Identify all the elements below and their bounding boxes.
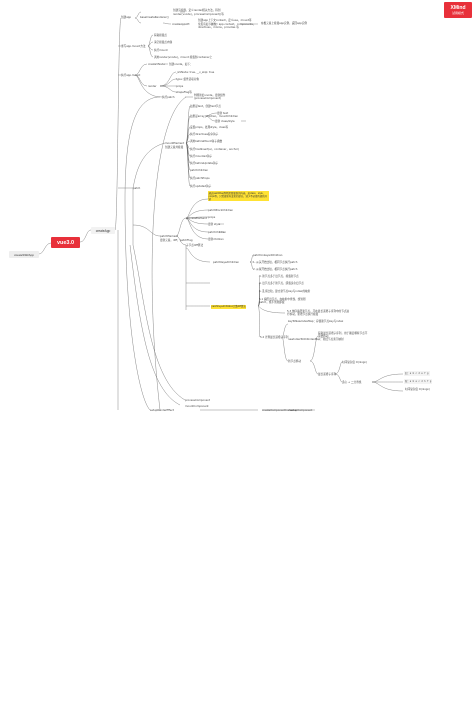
create-app-node[interactable]: createApp bbox=[91, 227, 115, 234]
node-createapp-desc2: 常见有如下属性：app.context，components， bbox=[198, 22, 256, 26]
node-pe4[interactable]: 执行updated钩子 bbox=[190, 184, 212, 188]
create-ssr-app-node[interactable]: createSSRApp bbox=[9, 251, 39, 258]
node-pe3[interactable]: 执行patchProps bbox=[190, 176, 210, 180]
node-me4[interactable]: 执行directives指令钩子 bbox=[190, 132, 219, 136]
node-diff6: 5.1 遍历旧节点，在映射中查找，找到则patch，找不到则卸载 bbox=[259, 298, 306, 304]
root-node[interactable]: vue3.0 bbox=[51, 237, 80, 248]
node-pbc2[interactable]: 更新 style bbox=[208, 222, 221, 226]
node-diff-note: keyToNewIndexMap：存储新节点key与index bbox=[288, 320, 344, 323]
node-vnode-opts1: _isVNode: true, __v_skip: true bbox=[176, 70, 215, 74]
code-old: 旧：a b c d e f g bbox=[404, 371, 430, 377]
node-diff1: 1. 从头开始比较，相同节点执行patch bbox=[253, 260, 298, 264]
brand-name: XMind bbox=[450, 5, 466, 11]
node-ensure[interactable]: 创建app bbox=[121, 16, 132, 19]
node-diff-note2: newIndexToOldIndexMap：新旧节点索引映射 bbox=[288, 338, 344, 341]
node-processelement[interactable]: processElement bbox=[186, 216, 207, 220]
node-setupcomp[interactable]: setupComponent bbox=[290, 408, 313, 412]
node-patch-desc: 判断新旧vnode，更新组件(processComponent) bbox=[194, 94, 226, 100]
node-me2b: 更新 class/style bbox=[215, 119, 235, 123]
node-diff4: 4. 旧节点多于新节点，卸载多余旧节点 bbox=[259, 281, 304, 285]
node-createvnode2: 创建vnode，如下： bbox=[169, 62, 193, 66]
node-diff10[interactable]: 最长递增子序列 bbox=[318, 372, 337, 376]
code-new: 新：a b e c d h f g bbox=[404, 379, 433, 385]
node-mount4[interactable]: 调用render(vnode)，mount 挂载到container上 bbox=[154, 56, 213, 59]
node-renderer-sub[interactable]: baseCreateRenderer() bbox=[140, 16, 169, 19]
node-createcompinst[interactable]: createComponentInstance bbox=[262, 408, 297, 412]
node-pc3[interactable]: 更新children bbox=[208, 237, 224, 241]
node-mountelement[interactable]: mountElement bbox=[165, 141, 185, 145]
node-rerender: 在根元素上挂载app实例，返回app实例 bbox=[261, 22, 308, 25]
node-diff2: 2. 从尾开始比较，相同节点执行patch bbox=[253, 267, 298, 271]
node-me1[interactable]: 如果是text，创建text节点 bbox=[190, 104, 221, 108]
node-pe-desc: 更新元素，diff，patchFlag bbox=[160, 238, 193, 242]
node-pc4[interactable]: 子节点diff算法 bbox=[186, 243, 204, 247]
node-mountcomp[interactable]: mountComponent bbox=[185, 404, 209, 408]
node-renderer-desc: 创建渲染器，定义render相关方法，得到 bbox=[173, 9, 221, 12]
node-renderer-desc2: render(vnode)，processComponent()等 bbox=[173, 12, 224, 16]
node-me2a: 更新 text bbox=[217, 111, 229, 115]
node-diff13: 贪心 + 二分查找 bbox=[342, 380, 362, 384]
node-pc2[interactable]: patchUnkeyedChildren bbox=[253, 253, 283, 257]
node-createvnode[interactable]: createVNode bbox=[148, 62, 165, 66]
node-vnode-opts4: shapeFlag等 bbox=[176, 91, 192, 94]
node-mount2[interactable]: 清空挂载点内容 bbox=[154, 41, 173, 44]
node-patchchildren-short[interactable]: patchChildren bbox=[208, 230, 227, 234]
node-vnode-opts3: props bbox=[176, 84, 184, 88]
node-mount3[interactable]: 执行mount bbox=[154, 49, 168, 52]
node-app-mount[interactable]: 执行app.mount bbox=[121, 73, 141, 77]
node-patch[interactable]: patch bbox=[133, 186, 141, 190]
node-patchelement[interactable]: patchElement bbox=[160, 234, 179, 238]
node-me3[interactable]: 设置props，处理style，class等 bbox=[190, 125, 229, 129]
node-createapp-desc: 创建app上下文context，定义use，mount等 bbox=[198, 19, 252, 22]
node-highlight: 通过patchFlag判断需要更新的内容，如class、style、props等… bbox=[208, 191, 269, 201]
node-diff-time: 时间复杂度 O(nlogn) bbox=[405, 388, 431, 391]
node-pbc1[interactable]: props bbox=[208, 215, 216, 219]
node-pe2[interactable]: patchChildren bbox=[190, 168, 209, 172]
node-diff3: 3. 新节点多于旧节点，挂载新节点 bbox=[259, 274, 299, 278]
node-highlight2: patchKeyedChildren完整diff算法 bbox=[211, 304, 247, 309]
node-mount-app[interactable]: 重写app.mount方法 bbox=[121, 44, 146, 48]
node-createapp-desc3: directives，mixins，provides 等 bbox=[198, 26, 239, 29]
node-processcomp[interactable]: processComponent bbox=[185, 398, 211, 402]
node-render-desc: 执行patch bbox=[162, 95, 175, 99]
node-mount1[interactable]: 获取挂载点 bbox=[154, 34, 167, 37]
node-mount-el-desc: 创建元素并挂载 bbox=[165, 145, 184, 149]
node-me2[interactable]: 如果是array_children，mountChildren bbox=[190, 114, 239, 118]
node-setuprender[interactable]: setupRenderEffect bbox=[150, 408, 174, 412]
node-pc1[interactable]: patchKeyedChildren bbox=[213, 260, 240, 264]
node-patchblock[interactable]: patchBlockChildren bbox=[208, 208, 234, 212]
node-render[interactable]: render bbox=[148, 85, 157, 88]
brand-badge: XMind 试用模式 bbox=[444, 2, 472, 18]
node-diff5: 5. 乱序比较，建立新节点key与index的映射 bbox=[259, 289, 311, 293]
node-createappapi[interactable]: createAppAPI bbox=[172, 23, 190, 26]
node-me5[interactable]: 调用beforeMount钩子函数 bbox=[190, 139, 223, 143]
node-me6[interactable]: 执行hostInsert(el，container，anchor) bbox=[190, 147, 240, 151]
node-diff9[interactable]: 新节点移动 bbox=[288, 359, 301, 363]
node-diff7[interactable]: 5.2 计算最长递增子序列 bbox=[260, 335, 289, 339]
node-vnode-opts2: type: 组件选项对象 bbox=[176, 77, 200, 81]
node-diff11: 获取最长递增子序列，用于确定哪些节点不需要移动 bbox=[318, 332, 368, 338]
brand-tagline: 试用模式 bbox=[451, 11, 464, 15]
node-diff8: 5.3 倒序遍历新节点，不在最长递增子序列中的节点进行移动，新增节点执行挂载 bbox=[287, 310, 350, 316]
node-pe1[interactable]: 执行beforeUpdate钩子 bbox=[190, 161, 219, 165]
node-me7[interactable]: 执行mounted钩子 bbox=[190, 154, 213, 158]
node-diff12: 时间复杂度 O(nlogn) bbox=[342, 360, 368, 364]
